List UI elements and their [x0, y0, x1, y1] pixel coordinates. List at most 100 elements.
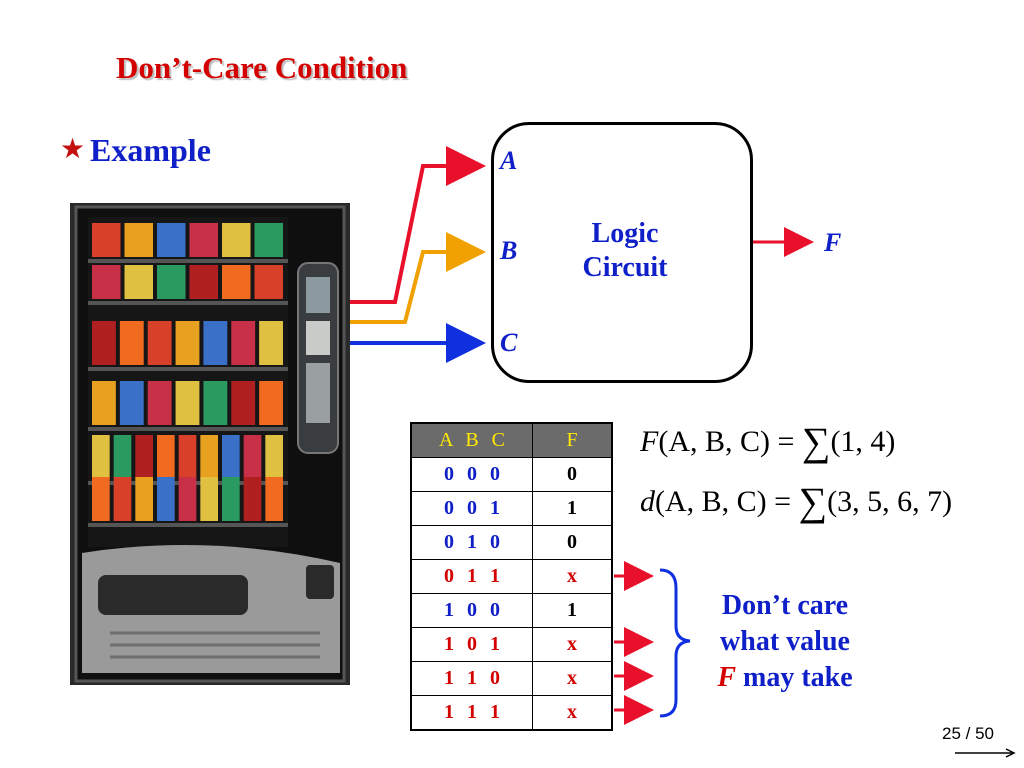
slide-title: Don’t-Care Condition	[116, 50, 408, 85]
snack-package	[200, 477, 218, 521]
input-b-wire	[350, 232, 486, 324]
snack-package	[203, 381, 228, 425]
snack-package	[119, 381, 144, 425]
snack-package	[119, 321, 144, 365]
snack-package	[92, 381, 116, 425]
dont-care-brace	[659, 568, 691, 718]
snack-package	[157, 223, 186, 257]
snack-package	[175, 381, 200, 425]
snack-package	[265, 477, 283, 521]
dont-care-line3: F may take	[690, 660, 880, 696]
eq-f-args: (A, B, C) =	[658, 425, 795, 458]
row-inputs-cell: 1 1 1	[410, 695, 533, 731]
snack-package	[259, 321, 283, 365]
input-b-label: B	[500, 236, 518, 265]
dont-care-note: Don’t care what value F may take	[690, 588, 880, 696]
snack-package	[222, 477, 240, 521]
row-inputs-cell: 0 0 0	[410, 457, 533, 492]
input-c-label: C	[500, 328, 518, 357]
snack-package	[231, 321, 256, 365]
row-inputs-cell: 0 0 1	[410, 491, 533, 526]
dont-care-line2: what value	[720, 626, 850, 657]
row-output-cell: 1	[532, 593, 613, 628]
snack-package	[189, 223, 218, 257]
snack-package	[175, 321, 200, 365]
snack-package	[265, 435, 283, 479]
eq-f-func: F	[640, 425, 659, 458]
snack-package	[147, 321, 172, 365]
dont-care-line1: Don’t care	[721, 590, 849, 621]
row-output-cell: 1	[532, 491, 613, 526]
row-inputs-cell: 1 0 0	[410, 593, 533, 628]
row-output-cell: x	[532, 661, 613, 696]
snack-package	[243, 477, 262, 521]
snack-package	[92, 477, 110, 521]
snack-package	[92, 321, 116, 365]
star-bullet-icon: ★	[60, 134, 86, 165]
snack-package	[178, 435, 197, 479]
snack-package	[135, 477, 153, 521]
shelf-divider	[88, 523, 288, 527]
snack-package	[92, 435, 110, 479]
dont-care-line3-rest: may take	[743, 662, 853, 693]
eq-f-rhs: (1, 4)	[830, 425, 896, 458]
row-output-cell: x	[532, 559, 613, 594]
snack-package	[254, 265, 283, 299]
snack-package	[124, 265, 153, 299]
snack-package	[200, 435, 218, 479]
header-output: F	[532, 422, 613, 458]
shelf-divider	[88, 367, 288, 371]
equation-f: F(A, B, C) = ∑(1, 4)	[640, 418, 895, 465]
row-inputs-cell: 1 0 1	[410, 627, 533, 662]
bullet-example-text: Example	[90, 132, 211, 168]
snack-package	[157, 265, 186, 299]
shelf-divider	[88, 259, 288, 263]
snack-package	[243, 435, 262, 479]
snack-package	[222, 265, 251, 299]
shelf-divider	[88, 301, 288, 305]
row-output-cell: x	[532, 627, 613, 662]
snack-package	[222, 435, 240, 479]
logic-label-line1: Logic	[591, 218, 659, 249]
snack-package	[157, 435, 175, 479]
input-a-wire	[350, 146, 486, 304]
logic-label-line2: Circuit	[582, 252, 668, 283]
snack-package	[178, 477, 197, 521]
snack-package	[147, 381, 172, 425]
row-inputs-cell: 0 1 0	[410, 525, 533, 560]
logic-circuit-label: Logic Circuit	[545, 217, 705, 285]
vending-machine-image	[70, 203, 350, 685]
snack-package	[135, 435, 153, 479]
eq-f-sum-icon: ∑	[801, 419, 831, 464]
dont-care-f-var: F	[717, 662, 737, 693]
page-number: 25 / 50	[942, 724, 994, 743]
logic-circuit-box	[491, 122, 753, 383]
snack-package	[157, 477, 175, 521]
row-output-cell: x	[532, 695, 613, 731]
row-output-cell: 0	[532, 457, 613, 492]
snack-package	[222, 223, 251, 257]
eq-d-sum-icon: ∑	[798, 479, 828, 524]
snack-package	[113, 435, 132, 479]
snack-package	[254, 223, 283, 257]
equation-d: d(A, B, C) = ∑(3, 5, 6, 7)	[640, 478, 952, 525]
snack-package	[124, 223, 153, 257]
row-inputs-cell: 0 1 1	[410, 559, 533, 594]
eq-d-func: d	[640, 485, 655, 518]
row-inputs-cell: 1 1 0	[410, 661, 533, 696]
eq-d-rhs: (3, 5, 6, 7)	[827, 485, 953, 518]
row-output-cell: 0	[532, 525, 613, 560]
truth-table-header: A B C F	[410, 422, 613, 458]
input-a-label: A	[500, 146, 518, 175]
snack-package	[203, 321, 228, 365]
snack-package	[113, 477, 132, 521]
snack-package	[231, 381, 256, 425]
